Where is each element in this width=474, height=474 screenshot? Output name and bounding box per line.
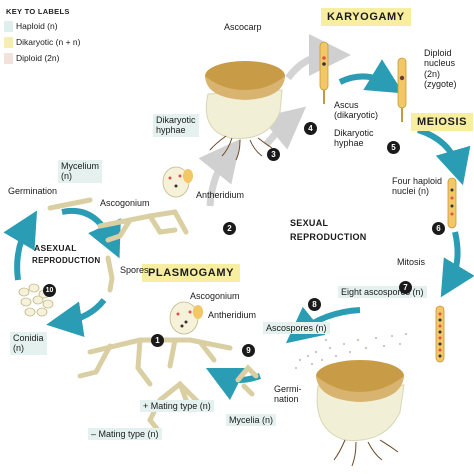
label-four-haploid: Four haploid nuclei (n) xyxy=(392,176,442,197)
label-germination-right: Germi- nation xyxy=(274,384,302,405)
ascus-four-nuclei xyxy=(447,177,457,229)
banner-meiosis: MEIOSIS xyxy=(411,113,474,131)
hyphae-top-mating xyxy=(97,209,189,243)
text-mycelium-2: (n) xyxy=(61,171,72,182)
step-6-badge: 6 xyxy=(432,222,445,235)
key-item-haploid: Haploid (n) xyxy=(4,20,58,32)
label-mitosis: Mitosis xyxy=(397,257,426,267)
label-conidia: Conidia (n) xyxy=(10,332,47,355)
step-9-badge: 9 xyxy=(242,344,255,357)
text-four-haploid-2: nuclei (n) xyxy=(392,186,430,197)
hyphae-bottom-mating xyxy=(77,337,233,433)
arrow-dikaryotic-to-ascocarp xyxy=(260,106,307,150)
arrow-asexual-bottom xyxy=(46,298,107,338)
text-germination-right-1: Germi- xyxy=(274,384,302,394)
arrow-asexual-top xyxy=(61,207,121,259)
text-dikaryotic-right-2: hyphae xyxy=(334,138,364,149)
arrow-plasmogamy-up xyxy=(198,138,242,207)
step-4-badge: 4 xyxy=(304,122,317,135)
text-diploid-4: (zygote) xyxy=(424,79,457,90)
label-ascus: Ascus (dikaryotic) xyxy=(334,100,378,121)
label-ascogonium-bottom: Ascogonium xyxy=(190,291,240,301)
arrow-asexual-left xyxy=(3,210,38,281)
text-diploid-1: Diploid xyxy=(424,48,452,58)
text-dikaryotic-right-1: Dikaryotic xyxy=(334,128,374,138)
ascogonium-top xyxy=(162,166,193,198)
step-10-badge: 10 xyxy=(43,284,56,297)
ascus-eight-spores xyxy=(435,305,445,363)
text-ascus-1: Ascus xyxy=(334,100,359,110)
step-3-badge: 3 xyxy=(267,148,280,161)
banner-karyogamy: KARYOGAMY xyxy=(321,8,411,26)
label-dikaryotic-hyphae-top: Dikaryotic hyphae xyxy=(153,114,199,137)
germination-strand xyxy=(47,197,115,293)
ascocarp-top xyxy=(205,61,285,161)
label-diploid-nucleus: Diploid nucleus (2n) (zygote) xyxy=(424,48,457,89)
banner-plasmogamy: PLASMOGAMY xyxy=(142,264,241,282)
step-7-badge: 7 xyxy=(399,281,412,294)
label-plus-mating: + Mating type (n) xyxy=(140,400,214,413)
step-8-badge: 8 xyxy=(308,298,321,311)
key-title: KEY TO LABELS xyxy=(6,7,70,16)
label-dikaryotic-hyphae-right: Dikaryotic hyphae xyxy=(334,128,374,149)
swatch-haploid xyxy=(4,20,13,32)
arrow-mitosis xyxy=(440,231,474,298)
label-ascocarp: Ascocarp xyxy=(224,22,262,32)
text-dikaryotic-top-1: Dikaryotic xyxy=(156,115,196,125)
arrow-meiosis xyxy=(417,127,471,186)
swatch-diploid xyxy=(4,52,13,64)
label-antheridium-bottom: Antheridium xyxy=(208,310,257,320)
label-ascogonium-top: Ascogonium xyxy=(100,198,150,208)
text-diploid-2: nucleus xyxy=(424,58,456,69)
asexual-title-1: ASEXUAL xyxy=(34,243,77,253)
ascus-dikaryotic xyxy=(319,41,329,104)
key-item-dikaryotic: Dikaryotic (n + n) xyxy=(4,36,80,48)
arrow-karyogamy xyxy=(338,59,404,94)
step-1-badge: 1 xyxy=(151,334,164,347)
swatch-dikaryotic xyxy=(4,36,13,48)
label-ascospores: Ascospores (n) xyxy=(263,322,330,335)
ascus-diploid xyxy=(397,57,407,122)
ascocarp-bottom xyxy=(316,360,405,467)
step-5-badge: 5 xyxy=(387,141,400,154)
text-four-haploid-1: Four haploid xyxy=(392,176,443,186)
text-germination-right-2: nation xyxy=(274,394,299,405)
ascospore-spray xyxy=(295,333,407,369)
ascogonium-bottom xyxy=(169,301,203,335)
label-eight-ascospores: Eight ascospores (n) xyxy=(338,286,427,299)
label-minus-mating: – Mating type (n) xyxy=(88,428,162,441)
hyphae-germination-right xyxy=(235,364,259,397)
asexual-title-2: REPRODUCTION xyxy=(32,256,101,265)
key-item-diploid: Diploid (2n) xyxy=(4,52,59,64)
label-antheridium-top: Antheridium xyxy=(196,190,245,200)
label-germination-left: Germination xyxy=(8,186,58,196)
label-mycelia: Mycelia (n) xyxy=(226,414,277,427)
step-2-badge: 2 xyxy=(223,222,236,235)
key-label-dikaryotic: Dikaryotic (n + n) xyxy=(16,37,81,47)
text-mycelium-1: Mycelium xyxy=(61,161,100,171)
text-dikaryotic-top-2: hyphae xyxy=(156,125,186,136)
sexual-title-1: SEXUAL xyxy=(290,218,329,228)
label-mycelium: Mycelium (n) xyxy=(58,160,103,183)
text-ascus-2: (dikaryotic) xyxy=(334,110,379,121)
conidia-cluster xyxy=(18,283,54,317)
key-label-diploid: Diploid (2n) xyxy=(16,53,60,63)
text-diploid-3: (2n) xyxy=(424,68,441,79)
sexual-title-2: REPRODUCTION xyxy=(290,232,367,242)
text-conidia-1: Conidia xyxy=(13,333,44,343)
key-label-haploid: Haploid (n) xyxy=(16,21,58,31)
text-conidia-2: (n) xyxy=(13,343,24,354)
label-spores: Spores xyxy=(120,265,149,275)
